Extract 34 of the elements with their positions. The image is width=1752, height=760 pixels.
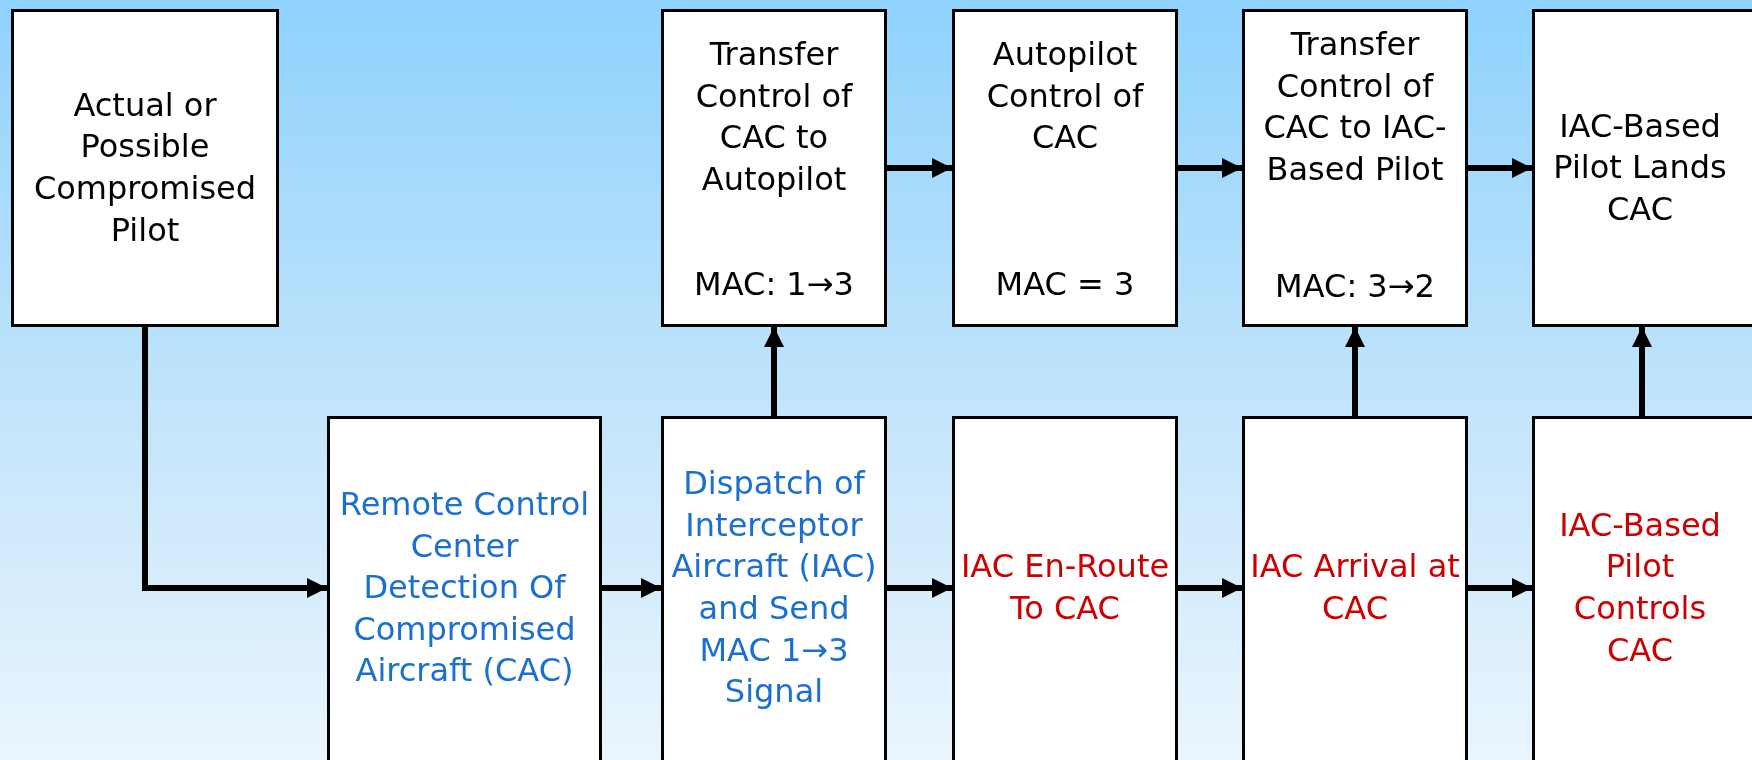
step-text: Transfer Control of CAC to Autopilot	[694, 34, 854, 200]
process-box	[1242, 416, 1468, 760]
step-text: IAC-Based Pilot Lands CAC	[1552, 105, 1728, 230]
arrow	[887, 158, 952, 178]
process-box	[661, 9, 887, 327]
arrow	[1468, 578, 1532, 598]
step-text: IAC En-Route To CAC	[959, 546, 1171, 629]
step-text: Autopilot Control of CAC	[985, 34, 1145, 159]
mac-level-text: MAC = 3	[995, 264, 1135, 306]
process-box	[11, 9, 279, 327]
arrow	[1632, 327, 1652, 416]
arrow	[764, 327, 784, 416]
step-text: IAC Arrival at CAC	[1249, 546, 1461, 629]
step-text: Dispatch of Interceptor Aircraft (IAC) and Send MAC 1→3 Signal	[670, 463, 878, 713]
mac-level-text: MAC: 1→3	[694, 264, 854, 306]
step-text: Remote Control Center Detection Of Compromised Aircraft (CAC)	[338, 484, 591, 692]
arrow	[1468, 158, 1532, 178]
arrow	[1345, 327, 1365, 416]
process-box	[1242, 9, 1468, 327]
process-box	[1532, 9, 1752, 327]
process-box	[952, 9, 1178, 327]
process-box	[1532, 416, 1752, 760]
step-text: IAC-Based Pilot Controls CAC	[1558, 504, 1722, 671]
process-box	[952, 416, 1178, 760]
step-text: Transfer Control of CAC to IAC-Based Pilot	[1262, 24, 1448, 190]
arrow	[142, 327, 327, 598]
arrow	[1178, 578, 1242, 598]
arrow	[887, 578, 952, 598]
process-box	[327, 416, 602, 760]
process-box	[661, 416, 887, 760]
arrow	[602, 578, 661, 598]
step-text: Actual or Possible Compromised Pilot	[32, 84, 258, 251]
arrow	[1178, 158, 1242, 178]
mac-level-text: MAC: 3→2	[1275, 266, 1435, 308]
